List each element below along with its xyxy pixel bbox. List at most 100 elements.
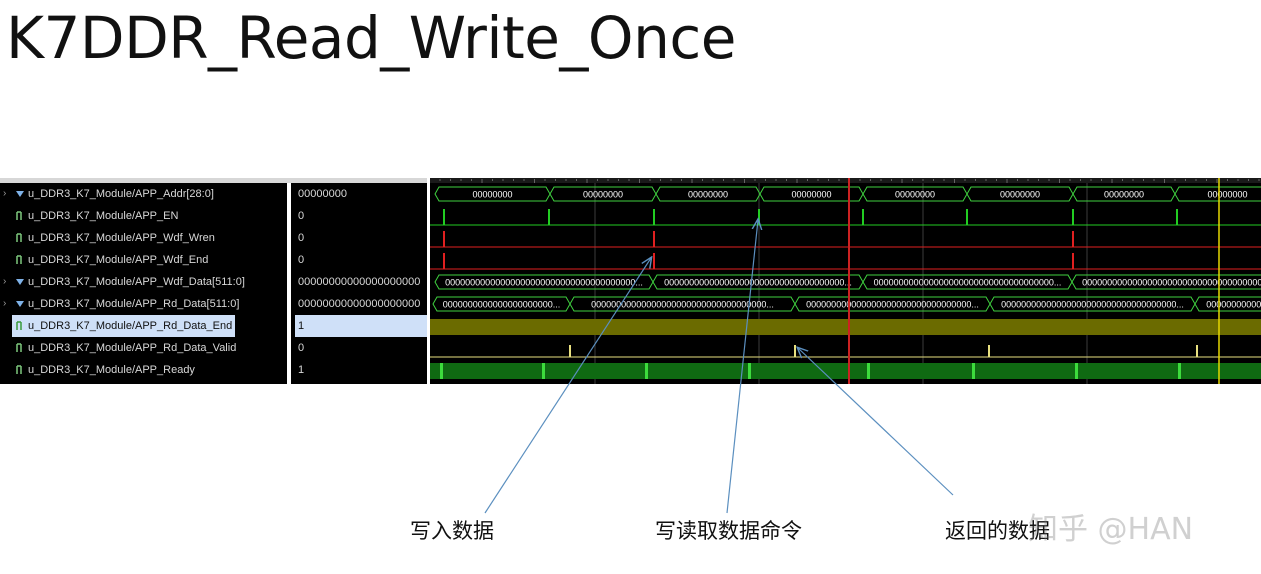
rd-data-segment-label: 000000000000000000000000000000000... (806, 300, 979, 310)
signal-row-app-ready[interactable]: u_DDR3_K7_Module/APP_Ready (0, 359, 287, 381)
rd-data-valid-pulses (430, 345, 1261, 358)
signal-value: 0 (298, 342, 305, 354)
ready-strip (440, 363, 443, 379)
wend-pulse (443, 253, 445, 269)
signal-row-app-rd-data-end[interactable]: u_DDR3_K7_Module/APP_Rd_Data_End (0, 315, 287, 337)
addr-segment (1174, 186, 1261, 202)
rd-valid-pulse (794, 345, 796, 357)
addr-segment-label: 00000000 (895, 190, 935, 200)
wren-pulse (1072, 231, 1074, 247)
signal-name: u_DDR3_K7_Module/APP_Rd_Data_Valid (28, 342, 237, 354)
signal-name: u_DDR3_K7_Module/APP_Wdf_Wren (28, 232, 215, 244)
time-ruler (430, 178, 1261, 183)
wdf-wren-pulses (430, 231, 1261, 248)
ready-strip (1178, 363, 1181, 379)
signal-value: 1 (295, 315, 427, 337)
signal-value: 00000000000000000000 (298, 298, 421, 310)
signal-row-app-addr[interactable]: › u_DDR3_K7_Module/APP_Addr[28:0] (0, 183, 287, 205)
signal-row-app-en[interactable]: u_DDR3_K7_Module/APP_EN (0, 205, 287, 227)
arrow-write-data (484, 258, 651, 514)
signal-name: u_DDR3_K7_Module/APP_Addr[28:0] (28, 188, 214, 200)
signal-name: u_DDR3_K7_Module/APP_Rd_Data[511:0] (28, 298, 240, 310)
en-pulse (548, 209, 550, 225)
ruler-ticks (439, 179, 1260, 183)
bit-signal-icon (16, 255, 22, 264)
wend-pulse (1072, 253, 1074, 269)
ready-band (430, 363, 1261, 379)
signal-name: u_DDR3_K7_Module/APP_Wdf_End (28, 254, 209, 266)
en-pulse (1072, 209, 1074, 225)
bit-signal-icon (16, 365, 22, 374)
addr-segment-label: 00000000 (583, 190, 623, 200)
annotation-write-read-cmd: 写读取数据命令 (655, 519, 802, 543)
en-pulse (1176, 209, 1178, 225)
signal-row-app-wdf-data[interactable]: › u_DDR3_K7_Module/APP_Wdf_Data[511:0] (0, 271, 287, 293)
en-pulse (653, 209, 655, 225)
expand-chevron-icon[interactable]: › (3, 188, 7, 199)
ready-strip (645, 363, 648, 379)
panel-header-strip (0, 178, 427, 183)
signal-name: u_DDR3_K7_Module/APP_Ready (28, 364, 195, 376)
rd-data-segment (1194, 296, 1261, 312)
rd-valid-pulse (569, 345, 571, 357)
selected-row-band (430, 319, 1261, 335)
en-pulse (443, 209, 445, 225)
arrow-return-data (798, 348, 954, 496)
ready-strip (748, 363, 751, 379)
signal-value: 00000000 (298, 188, 347, 200)
watermark-text: 知乎 @HAN (1028, 512, 1194, 547)
addr-segment-label: 00000000 (1207, 190, 1247, 200)
rd-data-segment-label: 0000000000000000000000... (443, 300, 561, 310)
signal-value-panel: 00000000 0 0 0 00000000000000000000 0000… (291, 183, 427, 384)
bus-signal-icon (16, 279, 24, 285)
bit-signal-icon (16, 321, 22, 330)
signal-row-app-rd-data-valid[interactable]: u_DDR3_K7_Module/APP_Rd_Data_Valid (0, 337, 287, 359)
wdf-data-segment-label: 000000000000000000000000000000000000... (1082, 278, 1261, 288)
bit-signal-icon (16, 211, 22, 220)
rd-data-segment-label: 00000000000000000000000000000000000... (1001, 300, 1184, 310)
expand-chevron-icon[interactable]: › (3, 276, 7, 287)
annotation-return-data: 返回的数据 (945, 519, 1050, 543)
addr-segment-label: 00000000 (1104, 190, 1144, 200)
en-pulse (758, 209, 760, 225)
wren-pulse (653, 231, 655, 247)
ready-strip (1075, 363, 1078, 379)
ready-strip (972, 363, 975, 379)
signal-name: u_DDR3_K7_Module/APP_Wdf_Data[511:0] (28, 276, 245, 288)
annotation-write-data: 写入数据 (410, 519, 494, 543)
arrow-write-read-cmd (726, 220, 758, 514)
addr-segment-label: 00000000 (1000, 190, 1040, 200)
addr-segment-label: 00000000 (791, 190, 831, 200)
rd-data-bus-wave: 0000000000000000000000... 000000000000000… (432, 296, 1261, 312)
rd-data-segment-label: 00000000000... (1206, 300, 1261, 310)
addr-segment-label: 00000000 (472, 190, 512, 200)
ready-strip (542, 363, 545, 379)
signal-name: u_DDR3_K7_Module/APP_EN (28, 210, 179, 222)
en-pulse (862, 209, 864, 225)
expand-chevron-icon[interactable]: › (3, 298, 7, 309)
signal-value: 0 (298, 254, 305, 266)
addr-bus-wave: 00000000 00000000 00000000 00000000 00000000… (434, 186, 1261, 202)
wend-pulse (653, 253, 655, 269)
wdf-data-segment-label: 000000000000000000000000000000000000... (664, 278, 852, 288)
ready-strip (867, 363, 870, 379)
signal-row-app-wdf-end[interactable]: u_DDR3_K7_Module/APP_Wdf_End (0, 249, 287, 271)
signal-value: 0 (298, 232, 305, 244)
wdf-data-bus-wave: 00000000000000000000000000000000000000..… (434, 274, 1261, 290)
rd-valid-pulse (1196, 345, 1198, 357)
signal-value: 00000000000000000000 (298, 276, 421, 288)
wdf-data-segment (1071, 274, 1261, 290)
rd-valid-pulse (988, 345, 990, 357)
bus-signal-icon (16, 191, 24, 197)
signal-name: u_DDR3_K7_Module/APP_Rd_Data_End (12, 315, 236, 337)
page-title: K7DDR_Read_Write_Once (6, 4, 736, 72)
signal-row-app-rd-data[interactable]: › u_DDR3_K7_Module/APP_Rd_Data[511:0] (0, 293, 287, 315)
wdf-data-segment-label: 00000000000000000000000000000000000000..… (445, 278, 643, 288)
ready-wave (430, 363, 1261, 379)
en-pulse (966, 209, 968, 225)
rd-data-segment-label: 00000000000000000000000000000000000... (591, 300, 774, 310)
signal-row-app-wdf-wren[interactable]: u_DDR3_K7_Module/APP_Wdf_Wren (0, 227, 287, 249)
wdf-end-pulses (430, 253, 1261, 270)
